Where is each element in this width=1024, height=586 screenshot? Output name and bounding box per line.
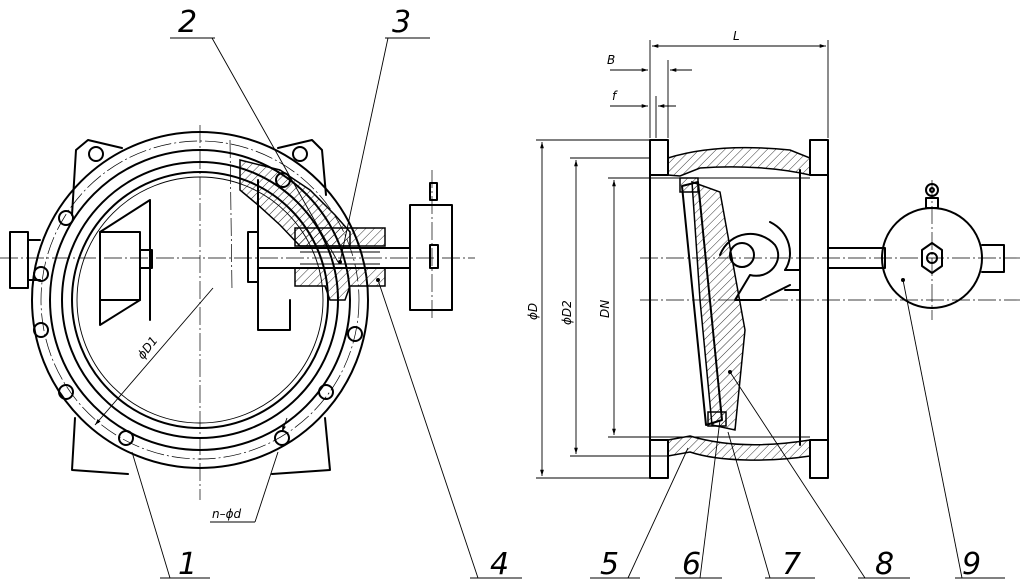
lug-hole-tl [88, 146, 104, 162]
left-boss [9, 231, 29, 289]
callout-1: 1 [178, 547, 197, 582]
body-bottom-section [667, 435, 811, 461]
hinge-pin [729, 242, 755, 268]
dim-f-label: f [612, 89, 618, 103]
callout-8: 8 [875, 547, 894, 582]
bottom-left-lug [71, 417, 129, 475]
dimensions-right: L B f ϕD ϕD2 DN [526, 29, 829, 479]
handle-stub [981, 244, 1005, 273]
side-shaft [827, 247, 886, 269]
weight-block [409, 204, 453, 311]
callout-6: 6 [682, 547, 701, 582]
callout-7: 7 [782, 547, 801, 582]
seal-bottom [707, 411, 727, 427]
callout-5: 5 [600, 547, 619, 582]
callouts-left: 1 2 3 4 [131, 5, 522, 582]
dim-d-label: ϕD [526, 303, 540, 320]
callout-9: 9 [962, 547, 981, 582]
left-disc-arm [99, 231, 141, 301]
top-left-lug [71, 139, 123, 216]
disc-left-half [99, 199, 151, 321]
front-view: ϕD1 n–ϕd [0, 125, 475, 523]
callout-4: 4 [490, 547, 509, 582]
lug-hole-tr [292, 146, 308, 162]
shaft-nut-section [294, 227, 386, 247]
body-top-section [667, 146, 811, 177]
dim-dn-label: DN [598, 300, 612, 318]
right-flange [809, 139, 829, 176]
callout-3: 3 [392, 5, 411, 40]
left-flange [649, 139, 669, 176]
dim-b-label: B [607, 53, 615, 67]
side-section-view [640, 139, 1020, 479]
hinge-arm [719, 232, 791, 301]
dim-holes-label: n–ϕd [212, 507, 242, 521]
callout-2: 2 [178, 5, 197, 40]
dim-d1-label: ϕD1 [134, 334, 160, 362]
dim-d2-label: ϕD2 [560, 300, 574, 325]
dim-l-label: L [733, 29, 740, 43]
callouts-right: 5 6 7 8 9 [590, 279, 1005, 582]
top-right-lug [277, 139, 327, 196]
seal-top [679, 177, 699, 193]
bottom-right-lug [271, 417, 331, 475]
